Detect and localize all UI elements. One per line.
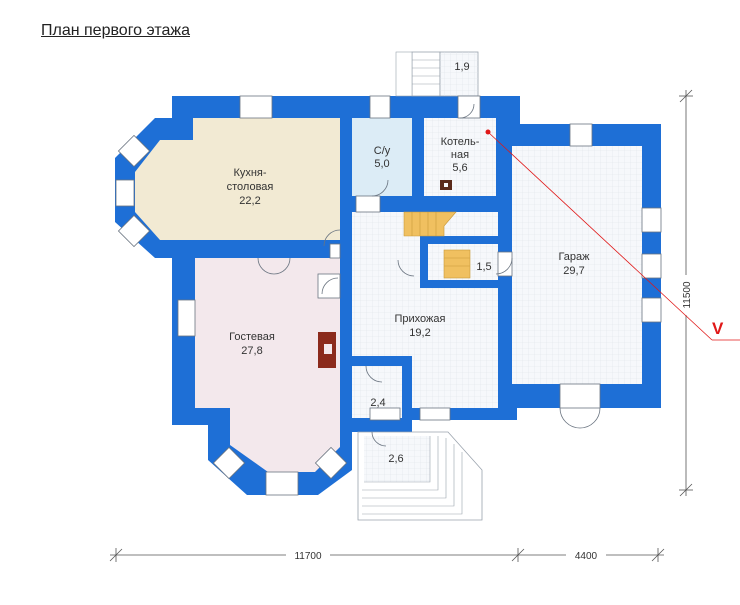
windows (177, 95, 662, 496)
closet-area: 1,5 (476, 261, 491, 273)
bottom-porch (357, 431, 483, 521)
garage-room-grid (512, 146, 642, 384)
guest-room (195, 258, 340, 472)
boiler-name-2: ная (451, 149, 469, 161)
top-porch (395, 51, 479, 97)
garage-area: 29,7 (563, 265, 584, 277)
dim-bg-garage (566, 548, 606, 562)
dimension-depth: 11500 (682, 281, 693, 309)
porch-area: 2,6 (388, 453, 403, 465)
boiler-area: 5,6 (452, 162, 467, 174)
porch-top-area: 1,9 (454, 61, 469, 73)
hall-partitions (340, 200, 498, 420)
section-marker (485, 129, 740, 341)
bath-area: 5,0 (374, 158, 389, 170)
boiler-name-1: Котель- (441, 136, 480, 148)
bath-room (352, 118, 412, 196)
kitchen-room (135, 118, 340, 240)
hall-area: 19,2 (409, 327, 430, 339)
kitchen-name-1: Кухня- (233, 167, 266, 179)
guest-area: 27,8 (241, 345, 262, 357)
garage-name: Гараж (558, 251, 590, 263)
dim-bg-depth (679, 275, 693, 315)
guest-name: Гостевая (229, 331, 275, 343)
fireplace-inner (324, 344, 332, 354)
dimension-width-garage: 4400 (575, 551, 598, 562)
kitchen-name-2: столовая (227, 181, 274, 193)
boiler-room-grid (424, 118, 496, 196)
doors (257, 103, 601, 447)
vestibule-area: 2,4 (370, 397, 385, 409)
stairs (403, 211, 471, 279)
section-marker-label: V (712, 319, 724, 338)
hall-name: Прихожая (395, 313, 446, 325)
plan-title: План первого этажа (41, 22, 190, 39)
bath-name: С/у (374, 145, 391, 157)
boiler-inner (444, 183, 448, 187)
dimension-width-main: 11700 (294, 551, 322, 562)
bay-windows (115, 134, 348, 480)
kitchen-area: 22,2 (239, 195, 260, 207)
dim-bg-main (286, 548, 330, 562)
